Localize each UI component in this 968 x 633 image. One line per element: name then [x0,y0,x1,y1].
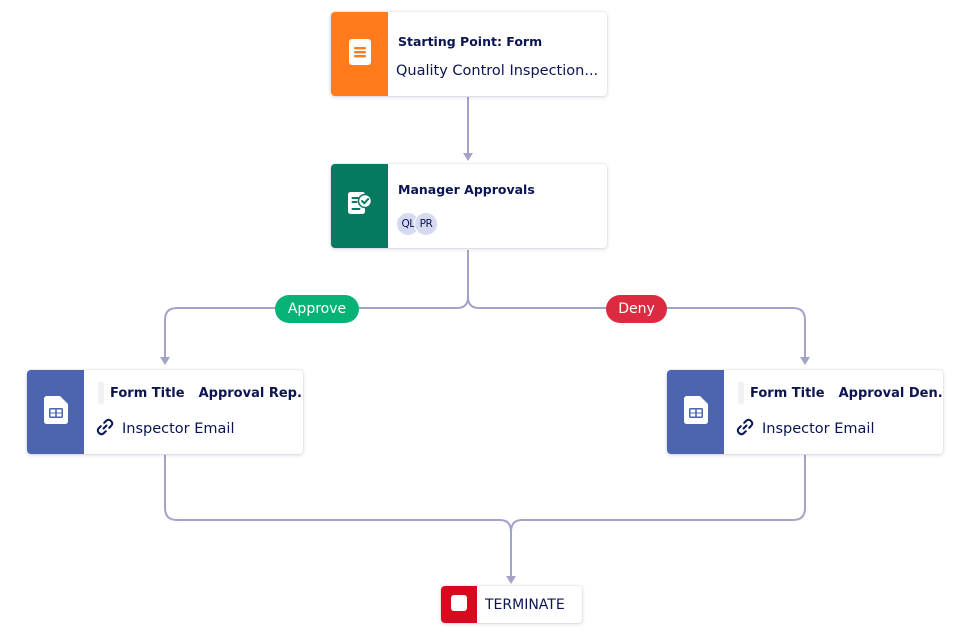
approval-node-body: Manager Approvals QL PR [388,164,607,248]
deny-node-accent [667,370,724,454]
manager-approval-node[interactable]: Manager Approvals QL PR [331,164,607,248]
approve-node-accent [27,370,84,454]
assignee-avatar[interactable]: PR [414,212,438,236]
connector-approve-to-terminate [164,455,512,576]
spreadsheet-document-icon [43,396,68,428]
terminate-node-accent [441,586,477,623]
arrowhead-approve-doc [160,357,170,365]
field-marker [738,382,744,404]
form-document-icon [348,39,371,69]
assignee-avatars: QL PR [396,212,438,236]
form-title-field: Form Title Approval Rep... [98,382,303,404]
approval-check-icon [347,190,373,222]
connector-deny-to-terminate [510,455,806,533]
approve-node-body: Form Title Approval Rep... Inspector Ema… [84,370,303,454]
stop-square-icon [451,594,467,615]
arrowhead-approval [463,153,473,161]
spreadsheet-document-icon [683,396,708,428]
arrowhead-terminate [506,576,516,584]
inspector-email-text: Inspector Email [122,421,235,437]
deny-node-body: Form Title Approval Den... Inspector Ema… [724,370,943,454]
deny-branch-label[interactable]: Deny [606,295,667,323]
form-title-label: Form Title [750,385,825,401]
form-title-label: Form Title [110,385,185,401]
start-node-body: Starting Point: Form Quality Control Ins… [388,12,607,96]
terminate-node[interactable]: TERMINATE [441,586,582,623]
link-icon [96,418,114,440]
form-title-value: Approval Rep... [198,385,303,401]
start-node-title: Starting Point: Form [398,34,543,49]
approval-node-accent [331,164,388,248]
inspector-email-link[interactable]: Inspector Email [736,418,874,440]
start-form-node[interactable]: Starting Point: Form Quality Control Ins… [331,12,607,96]
approve-branch-label[interactable]: Approve [275,295,359,323]
deny-document-node[interactable]: Form Title Approval Den... Inspector Ema… [667,370,943,454]
field-marker [98,382,104,404]
approval-node-title: Manager Approvals [398,182,535,197]
inspector-email-text: Inspector Email [762,421,875,437]
terminate-label: TERMINATE [485,596,565,613]
link-icon [736,418,754,440]
start-node-accent [331,12,388,96]
arrowhead-deny-doc [800,357,810,365]
inspector-email-link[interactable]: Inspector Email [96,418,234,440]
approve-document-node[interactable]: Form Title Approval Rep... Inspector Ema… [27,370,303,454]
form-title-field: Form Title Approval Den... [738,382,943,404]
form-title-value: Approval Den... [838,385,943,401]
start-node-subtitle: Quality Control Inspection... [396,63,599,79]
